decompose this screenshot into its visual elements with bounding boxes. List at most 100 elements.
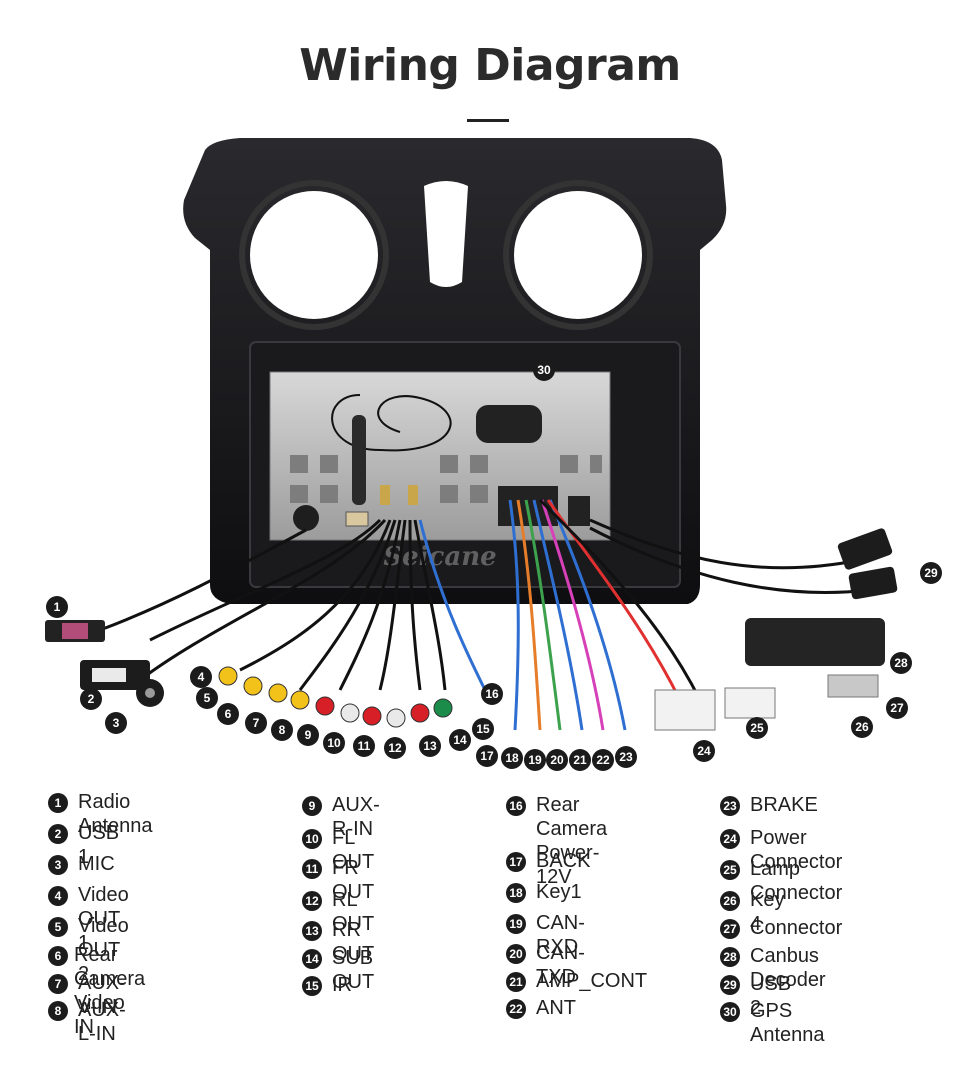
legend-badge: 8 <box>48 1001 68 1021</box>
legend-badge: 16 <box>506 796 526 816</box>
legend-badge: 29 <box>720 975 740 995</box>
power-connector <box>654 689 716 731</box>
svg-text:13: 13 <box>423 739 437 753</box>
legend-label: BRAKE <box>750 794 818 816</box>
usb-1-plug <box>80 660 150 690</box>
legend-label: AMP_CONT <box>536 970 648 992</box>
legend-item: 14 SUB OUT <box>302 946 374 994</box>
callout-3: 3 <box>105 712 127 734</box>
svg-text:11: 11 <box>358 739 371 753</box>
legend-label: FR OUT <box>332 857 375 903</box>
legend-badge: 26 <box>720 891 740 911</box>
rca-plugs <box>218 666 453 728</box>
legend-badge: 27 <box>720 919 740 939</box>
svg-text:15: 15 <box>476 722 490 736</box>
right-gauge-opening <box>514 191 642 319</box>
legend-item: 2 USB 1 <box>48 821 119 869</box>
legend-badge: 2 <box>48 824 68 844</box>
callout-markers: 1 2 3 4 5 6 7 8 <box>46 359 942 771</box>
svg-text:21: 21 <box>573 753 587 767</box>
svg-text:6: 6 <box>225 707 232 721</box>
callout-20: 20 <box>546 749 568 771</box>
callout-10: 10 <box>323 732 345 754</box>
legend-badge: 25 <box>720 860 740 880</box>
svg-text:30: 30 <box>537 363 551 377</box>
wiring-diagram: Seicane <box>45 138 942 771</box>
legend-label: Radio Antenna <box>78 791 153 837</box>
canbus-decoder <box>745 618 885 666</box>
svg-text:22: 22 <box>596 753 610 767</box>
callout-30: 30 <box>533 359 555 381</box>
callout-22: 22 <box>592 749 614 771</box>
callout-13: 13 <box>419 735 441 757</box>
radio-antenna-plug <box>45 620 105 642</box>
legend-badge: 23 <box>720 796 740 816</box>
legend-label: GPS Antenna <box>750 1000 825 1046</box>
svg-text:24: 24 <box>697 744 711 758</box>
svg-text:17: 17 <box>480 749 494 763</box>
wire-bundle <box>99 498 871 731</box>
callout-11: 11 <box>353 735 375 757</box>
legend-label: SUB OUT <box>332 947 375 993</box>
svg-text:18: 18 <box>505 751 519 765</box>
callout-17: 17 <box>476 745 498 767</box>
legend-badge: 11 <box>302 859 322 879</box>
callout-1: 1 <box>46 596 68 618</box>
legend-label: CAN-RXD <box>536 912 585 958</box>
svg-text:27: 27 <box>890 701 904 715</box>
legend-label: Power Connector <box>750 827 843 873</box>
legend-badge: 10 <box>302 829 322 849</box>
callout-16: 16 <box>481 683 503 705</box>
legend-item: 30 GPS Antenna <box>720 999 825 1047</box>
callout-4: 4 <box>190 666 212 688</box>
legend-label: Key1 <box>536 881 582 903</box>
legend-item: 10 FL OUT <box>302 826 374 874</box>
legend-item: 8 AUX-L-IN <box>48 998 126 1046</box>
legend-label: AUX-L-IN <box>78 999 126 1045</box>
title-underline <box>467 119 509 122</box>
usb-2-plugs <box>837 528 898 600</box>
callout-28: 28 <box>890 652 912 674</box>
legend-badge: 19 <box>506 914 526 934</box>
callout-8: 8 <box>271 719 293 741</box>
lamp-connector <box>724 687 776 719</box>
svg-text:1: 1 <box>54 600 61 614</box>
legend-label: Video OUT 1 <box>78 884 129 954</box>
svg-text:25: 25 <box>750 721 764 735</box>
legend-label: Connector <box>750 917 843 939</box>
legend-label: BACK <box>536 850 591 872</box>
callout-5: 5 <box>196 687 218 709</box>
legend-label: CAN-TXD <box>536 942 585 988</box>
legend-badge: 5 <box>48 917 68 937</box>
legend-badge: 9 <box>302 796 322 816</box>
left-gauge-opening <box>250 191 378 319</box>
legend-label: FL OUT <box>332 827 375 873</box>
legend-badge: 20 <box>506 944 526 964</box>
legend-label: Key 4 <box>750 889 785 935</box>
legend-item: 27 Connector <box>720 916 842 940</box>
svg-text:26: 26 <box>855 720 869 734</box>
legend-label: Rear Camera Video IN <box>74 944 146 1038</box>
legend-label: USB 1 <box>78 822 120 868</box>
svg-text:28: 28 <box>894 656 908 670</box>
legend-badge: 30 <box>720 1002 740 1022</box>
callout-6: 6 <box>217 703 239 725</box>
legend-item: 23 BRAKE <box>720 793 818 817</box>
legend-label: Canbus Decoder <box>750 945 826 991</box>
legend-badge: 14 <box>302 949 322 969</box>
callout-23: 23 <box>615 746 637 768</box>
svg-text:20: 20 <box>550 753 564 767</box>
